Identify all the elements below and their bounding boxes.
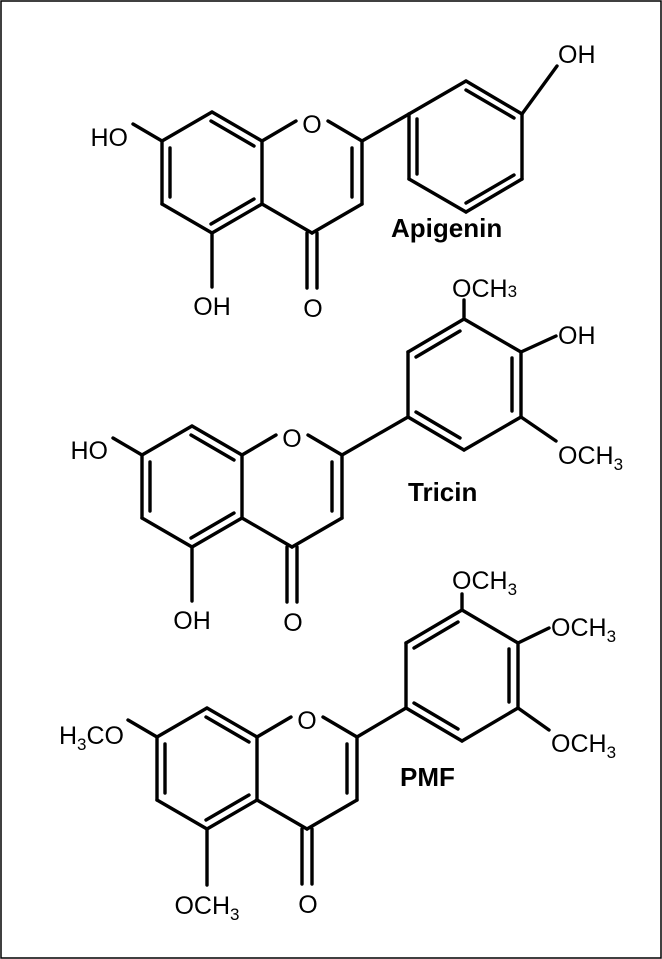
tricin-atom-labels: HO OH O O OCH3 OH OCH3 <box>71 275 624 637</box>
apigenin-c5-hydroxyl: OH <box>193 293 231 321</box>
pmf-structure: H3CO OCH3 O O OCH3 OCH3 OCH3 PMF <box>59 567 616 924</box>
tricin-c5p-methoxy: OCH3 <box>558 442 623 474</box>
pmf-c4p-methoxy: OCH3 <box>551 614 616 646</box>
tricin-c4p-hydroxyl: OH <box>558 322 596 350</box>
tricin-c7-hydroxyl: HO <box>71 437 109 465</box>
pmf-ring-oxygen: O <box>297 707 316 735</box>
apigenin-c4p-hydroxyl: OH <box>558 41 596 69</box>
pmf-carbonyl-oxygen: O <box>298 891 317 919</box>
pmf-c7-methoxy: H3CO <box>59 722 124 754</box>
pmf-c5-methoxy: OCH3 <box>174 892 239 924</box>
tricin-carbonyl-oxygen: O <box>283 609 302 637</box>
apigenin-carbonyl-oxygen: O <box>303 295 322 323</box>
tricin-c5-hydroxyl: OH <box>173 607 211 635</box>
pmf-c5p-methoxy: OCH3 <box>551 730 616 762</box>
apigenin-name: Apigenin <box>391 213 502 243</box>
pmf-atom-labels: H3CO OCH3 O O OCH3 OCH3 OCH3 <box>59 567 616 924</box>
apigenin-ring-oxygen: O <box>302 111 321 139</box>
tricin-bonds <box>111 298 558 604</box>
tricin-structure: HO OH O O OCH3 OH OCH3 Tricin <box>71 275 624 637</box>
pmf-name: PMF <box>400 762 455 792</box>
tricin-name: Tricin <box>408 477 477 507</box>
tricin-ring-oxygen: O <box>282 425 301 453</box>
apigenin-structure: HO OH O O OH Apigenin <box>91 41 596 323</box>
apigenin-bonds <box>131 64 559 290</box>
apigenin-c7-hydroxyl: HO <box>91 124 129 152</box>
pmf-c3p-methoxy: OCH3 <box>452 567 517 599</box>
pmf-bonds <box>126 592 551 887</box>
tricin-c3p-methoxy: OCH3 <box>452 275 517 303</box>
apigenin-atom-labels: HO OH O O OH <box>91 41 596 323</box>
